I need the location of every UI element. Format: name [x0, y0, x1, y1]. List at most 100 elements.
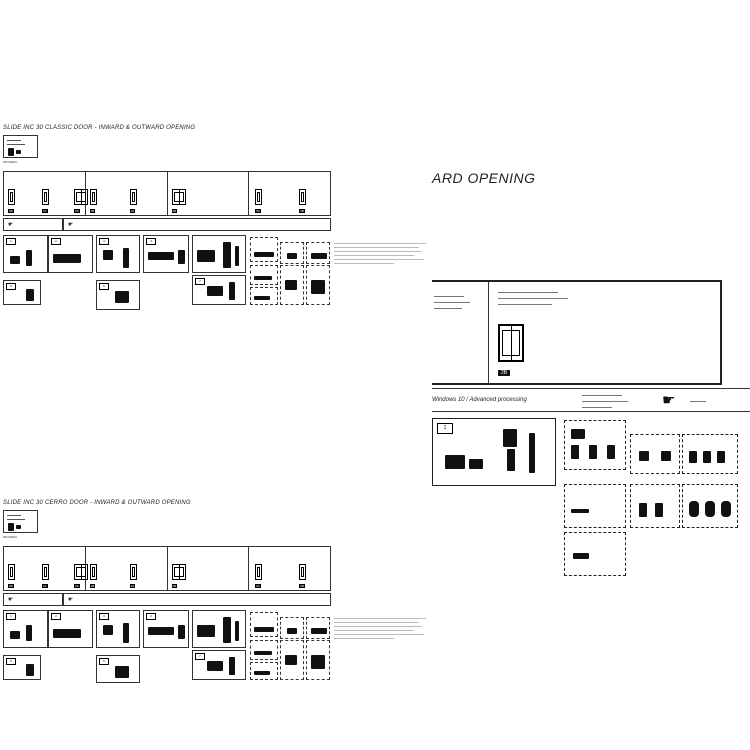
- door-code: 2B: [89, 209, 96, 213]
- part-number: 3: [99, 613, 109, 620]
- component-cell: [306, 617, 330, 639]
- part-box: 3: [96, 235, 140, 273]
- component-cell: [564, 484, 626, 528]
- part-box: 7: [192, 275, 246, 305]
- double-door-icon: [171, 564, 186, 580]
- component-cell: [306, 640, 330, 680]
- pointing-hand-icon: ☛: [662, 392, 676, 409]
- door-code: 3A: [129, 584, 136, 588]
- part-box: 4: [143, 610, 189, 648]
- component-cell: [250, 265, 278, 285]
- part-number: 1: [6, 238, 16, 245]
- door-icon: [129, 564, 137, 580]
- component-cell: [306, 265, 330, 305]
- sheet-classic-door: SLIDE INC 30 CLASSIC DOOR - INWARD & OUT…: [0, 125, 432, 315]
- door-type-cell: 4B: [168, 172, 250, 215]
- door-types-row: 0B 1F 1B 2B 3A 4B 5A 6B: [3, 546, 331, 591]
- component-cell: [280, 265, 304, 305]
- part-box: 4: [143, 235, 189, 273]
- part-box: 6: [96, 280, 140, 310]
- legend-box: [3, 510, 38, 533]
- component-cell: [682, 434, 738, 474]
- zoomed-detail: ARD OPENING 2B Windows 10 / Advanced pro…: [432, 160, 750, 590]
- component-cell: [630, 434, 680, 474]
- door-type-cell: 2B 3A: [86, 547, 168, 590]
- part-number: 5: [6, 283, 16, 290]
- part-box: 3: [96, 610, 140, 648]
- pointing-hand-icon: ☛: [8, 597, 14, 603]
- door-type-cell: 0B 1F 1B: [4, 172, 88, 215]
- component-cell: [564, 420, 626, 470]
- door-type-cell: 4B: [168, 547, 250, 590]
- door-type-cell: 0B 1F 1B: [4, 547, 88, 590]
- part-box: 7: [192, 650, 246, 680]
- part-number: 4: [146, 613, 156, 620]
- door-code: 1F: [42, 209, 48, 213]
- door-code: 6B: [299, 584, 305, 588]
- component-cell: [630, 484, 680, 528]
- part-box: 5: [3, 280, 41, 305]
- component-cell: [306, 242, 330, 264]
- door-icon: [299, 189, 307, 205]
- door-icon: [8, 564, 15, 580]
- door-icon: [255, 189, 263, 205]
- door-code: 1B: [74, 584, 80, 588]
- component-cell: [250, 612, 278, 637]
- part-box: 2: [48, 610, 93, 648]
- double-door-icon: [498, 324, 524, 362]
- door-code: 6B: [299, 209, 305, 213]
- part-number: 7: [195, 653, 205, 660]
- door-code: 2B: [89, 584, 96, 588]
- part-box: 2: [48, 235, 93, 273]
- notes-text: [334, 243, 429, 267]
- door-code: 4B: [171, 584, 178, 588]
- door-icon: [89, 189, 97, 205]
- double-door-icon: [74, 189, 88, 205]
- strip-instructions: ☛: [63, 593, 331, 606]
- pointing-hand-icon: ☛: [68, 597, 74, 603]
- part-number: 5: [6, 658, 16, 665]
- part-number: 3: [99, 238, 109, 245]
- component-cell: [280, 617, 304, 639]
- pointing-hand-icon: ☛: [8, 222, 14, 228]
- part-box: [192, 235, 246, 273]
- legend-box: [3, 135, 38, 158]
- component-cell: [564, 532, 626, 576]
- door-icon: [42, 564, 49, 580]
- part-number: 1: [6, 613, 16, 620]
- part-number: 2: [51, 613, 61, 620]
- door-code: 5A: [255, 209, 261, 213]
- zoom-instruction-strip: Windows 10 / Advanced processing ☛: [432, 388, 750, 412]
- door-icon: [255, 564, 263, 580]
- strip-left: ☛: [3, 218, 63, 231]
- part-number: 6: [99, 283, 109, 290]
- component-cell: [250, 662, 278, 680]
- component-cell: [682, 484, 738, 528]
- door-icon: [8, 189, 15, 205]
- strip-instructions: ☛: [63, 218, 331, 231]
- part-number: 2: [51, 238, 61, 245]
- part-box: [192, 610, 246, 648]
- door-icon: [129, 189, 137, 205]
- door-icon: [89, 564, 97, 580]
- door-type-cell: 5A 6B: [249, 547, 330, 590]
- part-box: 6: [96, 655, 140, 683]
- strip-left: ☛: [3, 593, 63, 606]
- door-code: 1F: [42, 584, 48, 588]
- component-cell: [280, 640, 304, 680]
- part-number: 6: [99, 658, 109, 665]
- part-box: 1: [3, 235, 48, 273]
- sheet-cerro-door: SLIDE INC 30 CERRO DOOR - INWARD & OUTWA…: [0, 500, 432, 690]
- part-box: 1: [3, 610, 48, 648]
- legend-code: 0B FIRE/C: [3, 160, 18, 164]
- sheet-title: SLIDE INC 30 CLASSIC DOOR - INWARD & OUT…: [3, 125, 196, 131]
- door-types-row: 0B 1F 1B 2B 3A 4B 5A 6B: [3, 171, 331, 216]
- part-number: 4: [146, 238, 156, 245]
- component-cell: [280, 242, 304, 264]
- notes-text: [334, 618, 429, 642]
- door-code: 0B: [8, 209, 14, 213]
- zoom-part-box: 1: [432, 418, 556, 486]
- component-cell: [250, 237, 278, 262]
- door-code: 2B: [498, 370, 511, 376]
